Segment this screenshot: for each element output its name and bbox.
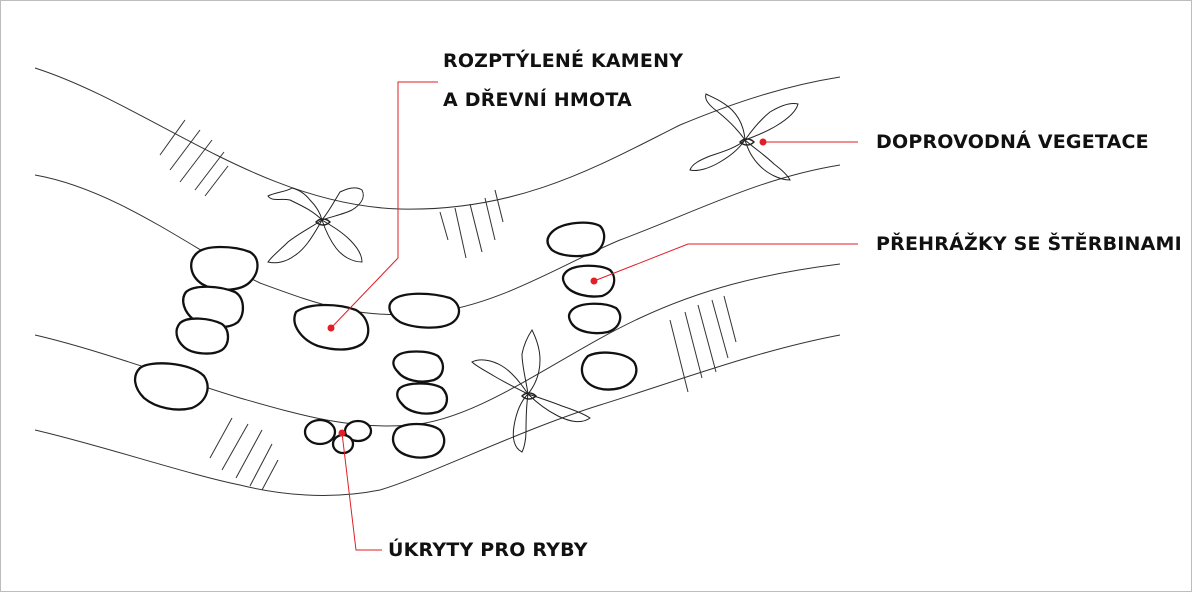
stone: [580, 351, 638, 391]
leaf-icon: [744, 138, 791, 181]
leader-scattered-stones: [330, 81, 438, 329]
leaf-icon: [743, 103, 799, 142]
label-scattered-stones-line1: ROZPTÝLENÉ KAMENY: [443, 50, 684, 72]
fish-shelter-stone: [343, 419, 373, 443]
leaf-icon: [521, 329, 541, 396]
label-vegetation: DOPROVODNÁ VEGETACE: [876, 131, 1149, 153]
leader-weirs: [593, 243, 858, 282]
label-weirs: PŘEHRÁŽKY SE ŠTĚRBINAMI: [876, 233, 1182, 255]
leader-dot: [759, 138, 767, 146]
leaf-icon: [512, 392, 529, 453]
stone: [133, 362, 209, 411]
leader-dot: [590, 277, 598, 285]
vegetation-cluster-center: [267, 187, 364, 264]
stone: [175, 317, 230, 355]
leaf-icon: [689, 139, 746, 171]
leaf-icon: [320, 187, 364, 222]
bank-line-top: [34, 67, 841, 210]
bank-line-bottom: [34, 334, 841, 496]
stones: [133, 221, 638, 459]
vegetation-cluster-upper-right: [689, 93, 799, 181]
stone-with-leader: [561, 264, 616, 298]
leader-dots: [327, 138, 767, 437]
label-scattered-stones-line2: A DŘEVNÍ HMOTA: [443, 89, 632, 111]
leader-dot: [327, 324, 335, 332]
stone: [182, 285, 245, 329]
vegetation-cluster-lower: [471, 329, 591, 453]
stone: [190, 245, 259, 291]
bank-line-2: [34, 164, 841, 316]
leaf-icon: [527, 393, 591, 423]
leaf-icon: [705, 93, 746, 142]
leaf-icon: [471, 359, 530, 396]
label-fish-shelters: ÚKRYTY PRO RYBY: [388, 539, 588, 561]
leaf-icon: [267, 219, 323, 264]
stone: [396, 382, 449, 415]
stone: [388, 292, 461, 329]
fish-shelter-stone: [303, 418, 337, 446]
stone: [391, 422, 446, 459]
stone: [546, 221, 606, 258]
stone: [392, 350, 445, 383]
leader-fish-shelters: [341, 432, 382, 551]
leaf-icon: [321, 218, 363, 263]
bank-hatching: [159, 119, 737, 491]
leader-lines: [330, 81, 858, 551]
leader-dot: [338, 429, 346, 437]
leaf-icon: [267, 187, 323, 222]
stone: [567, 302, 622, 335]
